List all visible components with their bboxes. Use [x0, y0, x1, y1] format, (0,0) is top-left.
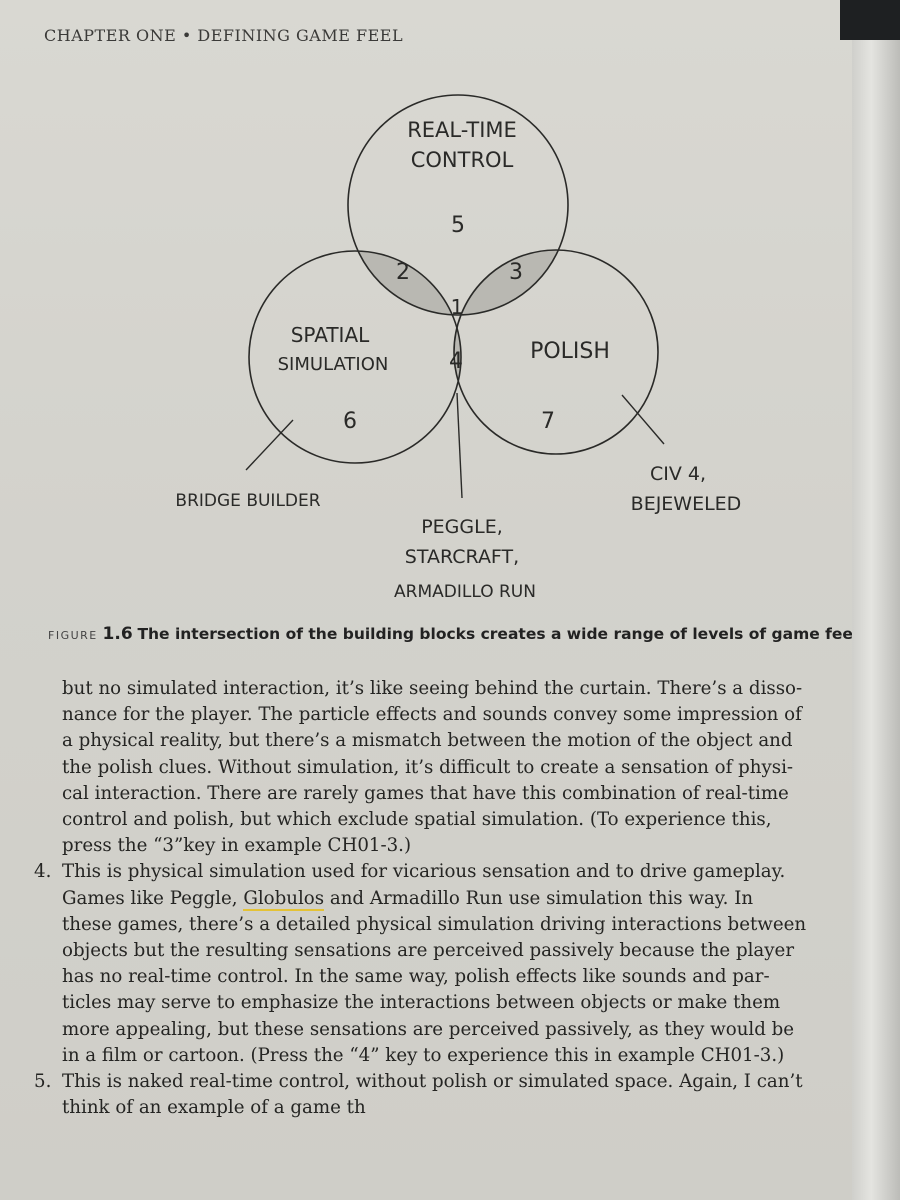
leader-peggle	[456, 392, 463, 499]
text-line: has no real-time control. In the same wa…	[62, 966, 770, 988]
callout-starcraft: STARCRAFT,	[405, 546, 519, 568]
text-line: This is naked real-time control, without…	[62, 1071, 803, 1093]
callout-peggle: PEGGLE,	[421, 516, 503, 538]
region-6: 6	[343, 409, 357, 434]
text-line: think of an example of a game th	[62, 1097, 366, 1119]
leader-civ4	[621, 394, 665, 445]
label-real-time: REAL-TIME	[407, 118, 517, 142]
label-polish: POLISH	[530, 339, 610, 364]
label-spatial: SPATIAL	[291, 323, 370, 347]
callout-civ4: CIV 4,	[650, 463, 706, 485]
circle-spatial-simulation	[248, 250, 462, 464]
region-2: 2	[396, 260, 410, 285]
text-line: more appealing, but these sensations are…	[62, 1018, 795, 1040]
callout-armadillo-run: ARMADILLO RUN	[394, 582, 536, 602]
text-line: these games, there’s a detailed physical…	[62, 913, 807, 935]
text-line: in a film or cartoon. (Press the “4” key…	[62, 1044, 785, 1066]
text-line: objects but the resulting sensations are…	[62, 940, 795, 962]
region-1: 1	[451, 295, 464, 319]
callout-bejeweled: BEJEWELED	[631, 493, 742, 515]
label-control: CONTROL	[411, 148, 514, 172]
text-line: ticles may serve to emphasize the intera…	[62, 992, 781, 1014]
region-5: 5	[451, 213, 465, 238]
highlighted-word-globulos: Globulos	[243, 887, 325, 911]
text-line: nance for the player. The particle effec…	[62, 704, 802, 726]
venn-diagram: REAL-TIME CONTROL SPATIAL SIMULATION POL…	[175, 94, 742, 602]
region-7: 7	[541, 409, 555, 434]
region-4: 4	[449, 349, 463, 374]
text-line: press the “3”key in example CH01-3.)	[62, 835, 412, 857]
circle-real-time-control	[347, 94, 569, 316]
text-line: control and polish, but which exclude sp…	[62, 809, 772, 831]
list-item-4-line: 4. This is physical simulation used for v…	[34, 859, 852, 885]
next-page-edge	[852, 0, 900, 1200]
label-simulation: SIMULATION	[278, 354, 389, 375]
running-head: CHAPTER ONE • DEFINING GAME FEEL	[44, 26, 404, 45]
text-line: a physical reality, but there’s a mismat…	[62, 730, 793, 752]
leader-bridge-builder	[245, 419, 294, 471]
callout-bridge-builder: BRIDGE BUILDER	[175, 491, 320, 511]
figure-caption: FIGURE 1.6 The intersection of the build…	[48, 624, 852, 644]
overlap-top-right	[454, 250, 568, 315]
caption-text: The intersection of the building blocks …	[137, 625, 852, 643]
circle-polish	[453, 249, 659, 455]
text-fragment: and Armadillo Run use simulation this wa…	[324, 887, 754, 909]
text-line: cal interaction. There are rarely games …	[62, 782, 789, 804]
caption-number: 1.6	[102, 624, 133, 644]
list-number-5: 5.	[34, 1071, 52, 1093]
region-3: 3	[509, 260, 523, 285]
background-corner	[840, 0, 900, 40]
list-item-4-line: Games like Peggle, Globulos and Armadill…	[34, 886, 852, 912]
text-line: This is physical simulation used for vic…	[62, 861, 786, 883]
body-text: but no simulated interaction, it’s like …	[34, 676, 852, 1121]
text-line: the polish clues. Without simulation, it…	[62, 756, 794, 778]
list-item-5-line: 5. This is naked real-time control, witho…	[34, 1069, 852, 1095]
text-fragment: Games like Peggle,	[62, 887, 244, 909]
text-line: but no simulated interaction, it’s like …	[62, 678, 803, 699]
book-page: CHAPTER ONE • DEFINING GAME FEEL	[0, 0, 852, 1200]
list-number-4: 4.	[34, 861, 52, 883]
caption-label: FIGURE	[48, 629, 98, 642]
